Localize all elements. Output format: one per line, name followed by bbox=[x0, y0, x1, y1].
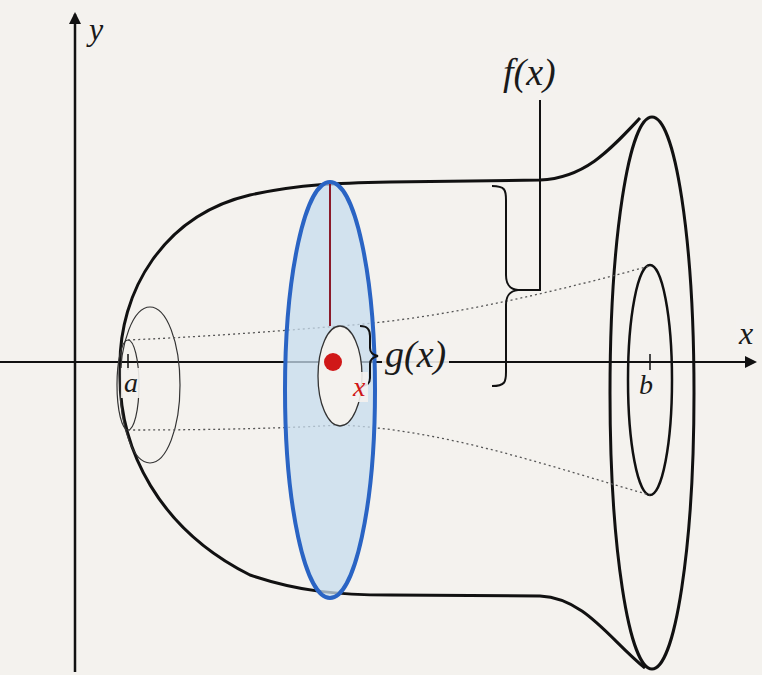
bound-label: a bbox=[121, 368, 141, 398]
point-label: x bbox=[350, 372, 368, 402]
radius-line bbox=[329, 184, 331, 326]
tick-b bbox=[649, 354, 651, 370]
right-end bbox=[610, 117, 694, 669]
axis-label: x bbox=[736, 316, 756, 350]
y-axis bbox=[74, 14, 77, 672]
fx-leader bbox=[518, 100, 540, 290]
point-x bbox=[324, 353, 342, 371]
fx-brace bbox=[492, 186, 518, 386]
x-axis bbox=[0, 361, 755, 363]
axis-label: y bbox=[86, 12, 106, 46]
function-label: f(x) bbox=[500, 52, 559, 92]
outer-surface bbox=[120, 118, 645, 668]
bound-label: b bbox=[636, 370, 656, 400]
right-inner-end bbox=[628, 265, 672, 495]
washer-outer bbox=[285, 182, 375, 598]
left-end bbox=[120, 307, 180, 463]
function-label: g(x) bbox=[382, 334, 449, 374]
inner-tube bbox=[128, 266, 650, 495]
